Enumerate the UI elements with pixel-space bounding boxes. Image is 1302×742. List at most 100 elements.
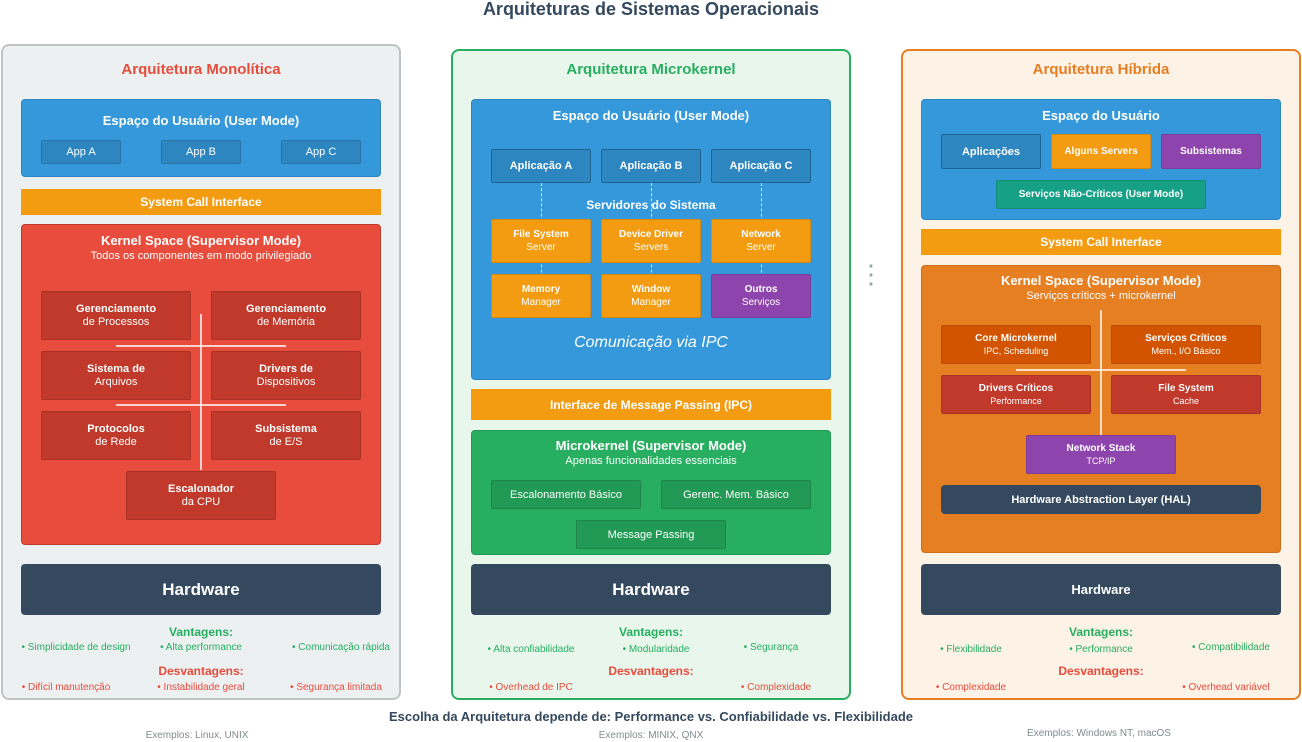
microkernel-advantage: • Segurança — [743, 641, 799, 653]
hybrid-examples: Exemplos: Windows NT, macOS — [1027, 727, 1171, 739]
hybrid-kernel-title: Kernel Space (Supervisor Mode) — [1000, 272, 1202, 288]
microkernel-examples: Exemplos: MINIX, QNX — [598, 729, 704, 741]
hybrid-title: Arquitetura Híbrida — [1032, 60, 1170, 78]
monolithic-disadvantage: • Difícil manutenção — [21, 681, 111, 693]
server-name: File System — [513, 229, 569, 240]
hybrid-syscall-interface: System Call Interface — [921, 229, 1281, 255]
module-io-subsystem: Subsistema de E/S — [211, 411, 361, 460]
non-critical-services: Serviços Não-Críticos (User Mode) — [996, 180, 1206, 209]
monolithic-hardware: Hardware — [21, 564, 381, 615]
hybrid-advantage: • Performance — [1069, 643, 1133, 655]
basic-scheduling: Escalonamento Básico — [491, 480, 641, 509]
hybrid-subsystems: Subsistemas — [1161, 134, 1261, 169]
hardware-abstraction-layer: Hardware Abstraction Layer (HAL) — [941, 485, 1261, 514]
hybrid-kernel-subtitle: Serviços críticos + microkernel — [1026, 290, 1176, 302]
module-name: Drivers Críticos — [978, 382, 1054, 394]
server-name: Window — [631, 284, 671, 295]
server-detail: Serviços — [741, 297, 781, 308]
server-detail: Server — [746, 242, 776, 253]
module-name: Serviços Críticos — [1145, 332, 1227, 344]
monolithic-advantage: • Alta performance — [160, 641, 242, 653]
hybrid-some-servers: Alguns Servers — [1051, 134, 1151, 169]
monolithic-syscall-interface: System Call Interface — [21, 189, 381, 215]
module-name: Subsistema — [255, 422, 317, 435]
monolithic-advantages-title: Vantagens: — [168, 625, 234, 639]
module-process-management: Gerenciamento de Processos — [41, 291, 191, 340]
module-memory-management: Gerenciamento de Memória — [211, 291, 361, 340]
microkernel-disadvantages-title: Desvantagens: — [608, 664, 694, 678]
hybrid-disadvantage: • Complexidade — [935, 681, 1007, 693]
module-detail: de Rede — [95, 435, 137, 448]
module-name: File System — [1158, 382, 1214, 394]
hybrid-applications: Aplicações — [941, 134, 1041, 169]
module-detail: Arquivos — [94, 375, 138, 388]
module-detail: IPC, Scheduling — [983, 345, 1049, 356]
module-name: Escalonador — [167, 482, 235, 495]
module-network-protocols: Protocolos de Rede — [41, 411, 191, 460]
server-detail: Manager — [521, 297, 561, 308]
hybrid-connector-horizontal — [1016, 369, 1186, 371]
module-name: Sistema de — [86, 362, 146, 375]
module-detail: Cache — [1172, 395, 1199, 406]
message-passing-interface: Interface de Message Passing (IPC) — [471, 389, 831, 420]
hybrid-advantages-title: Vantagens: — [1068, 625, 1134, 639]
device-driver-servers: Device Driver Servers — [601, 219, 701, 263]
server-name: Memory — [521, 284, 561, 295]
server-name: Network — [741, 229, 781, 240]
app-a: App A — [41, 140, 121, 164]
core-microkernel: Core Microkernel IPC, Scheduling — [941, 325, 1091, 364]
monolithic-disadvantage: • Instabilidade geral — [157, 681, 245, 693]
monolithic-advantage: • Simplicidade de design — [21, 641, 131, 653]
server-detail: Manager — [631, 297, 671, 308]
microkernel-advantage: • Modularidade — [622, 643, 690, 655]
monolithic-examples: Exemplos: Linux, UNIX — [145, 729, 249, 741]
module-detail: de Processos — [82, 315, 150, 328]
module-device-drivers: Drivers de Dispositivos — [211, 351, 361, 400]
window-manager: Window Manager — [601, 274, 701, 318]
application-c: Aplicação C — [711, 149, 811, 183]
monolithic-disadvantages-title: Desvantagens: — [158, 664, 244, 678]
monolithic-connector-vertical — [200, 314, 202, 470]
monolithic-user-space-title: Espaço do Usuário (User Mode) — [102, 112, 300, 128]
server-detail: Servers — [633, 242, 669, 253]
server-name: Outros — [744, 284, 778, 295]
server-detail: Server — [526, 242, 556, 253]
hybrid-advantage: • Compatibilidade — [1192, 641, 1270, 653]
memory-manager: Memory Manager — [491, 274, 591, 318]
module-name: Core Microkernel — [975, 332, 1057, 344]
microkernel-user-space-title: Espaço do Usuário (User Mode) — [552, 107, 750, 123]
module-name: Gerenciamento — [75, 302, 157, 315]
hybrid-hardware: Hardware — [921, 564, 1281, 615]
monolithic-title: Arquitetura Monolítica — [121, 60, 281, 78]
app-b: App B — [161, 140, 241, 164]
module-name: Gerenciamento — [245, 302, 327, 315]
module-detail: Performance — [990, 395, 1042, 406]
hybrid-disadvantages-title: Desvantagens: — [1058, 664, 1144, 678]
module-detail: da CPU — [181, 495, 221, 508]
network-server: Network Server — [711, 219, 811, 263]
separator-dots: ⋮ — [858, 258, 884, 289]
monolithic-connector-horizontal-2 — [116, 404, 286, 406]
monolithic-connector-horizontal-1 — [116, 345, 286, 347]
module-detail: de E/S — [269, 435, 303, 448]
microkernel-kernel-title: Microkernel (Supervisor Mode) — [555, 437, 747, 453]
monolithic-user-space — [21, 99, 381, 177]
file-system-server: File System Server — [491, 219, 591, 263]
hybrid-advantage: • Flexibilidade — [940, 643, 1002, 655]
microkernel-hardware: Hardware — [471, 564, 831, 615]
microkernel-advantage: • Alta confiabilidade — [487, 643, 575, 655]
module-cpu-scheduler: Escalonador da CPU — [126, 471, 276, 520]
microkernel-disadvantage: • Overhead de IPC — [489, 681, 573, 693]
microkernel-disadvantage: • Complexidade — [740, 681, 812, 693]
ipc-communication-label: Comunicação via IPC — [574, 334, 728, 351]
microkernel-advantages-title: Vantagens: — [618, 625, 684, 639]
diagram-title: Arquiteturas de Sistemas Operacionais — [482, 0, 820, 19]
server-name: Device Driver — [619, 229, 683, 240]
module-name: Protocolos — [87, 422, 145, 435]
critical-services: Serviços Críticos Mem., I/O Básico — [1111, 325, 1261, 364]
app-c: App C — [281, 140, 361, 164]
microkernel-title: Arquitetura Microkernel — [566, 60, 736, 78]
monolithic-advantage: • Comunicação rápida — [292, 641, 390, 653]
footer-summary: Escolha da Arquitetura depende de: Perfo… — [389, 708, 913, 724]
module-name: Drivers de — [259, 362, 313, 375]
